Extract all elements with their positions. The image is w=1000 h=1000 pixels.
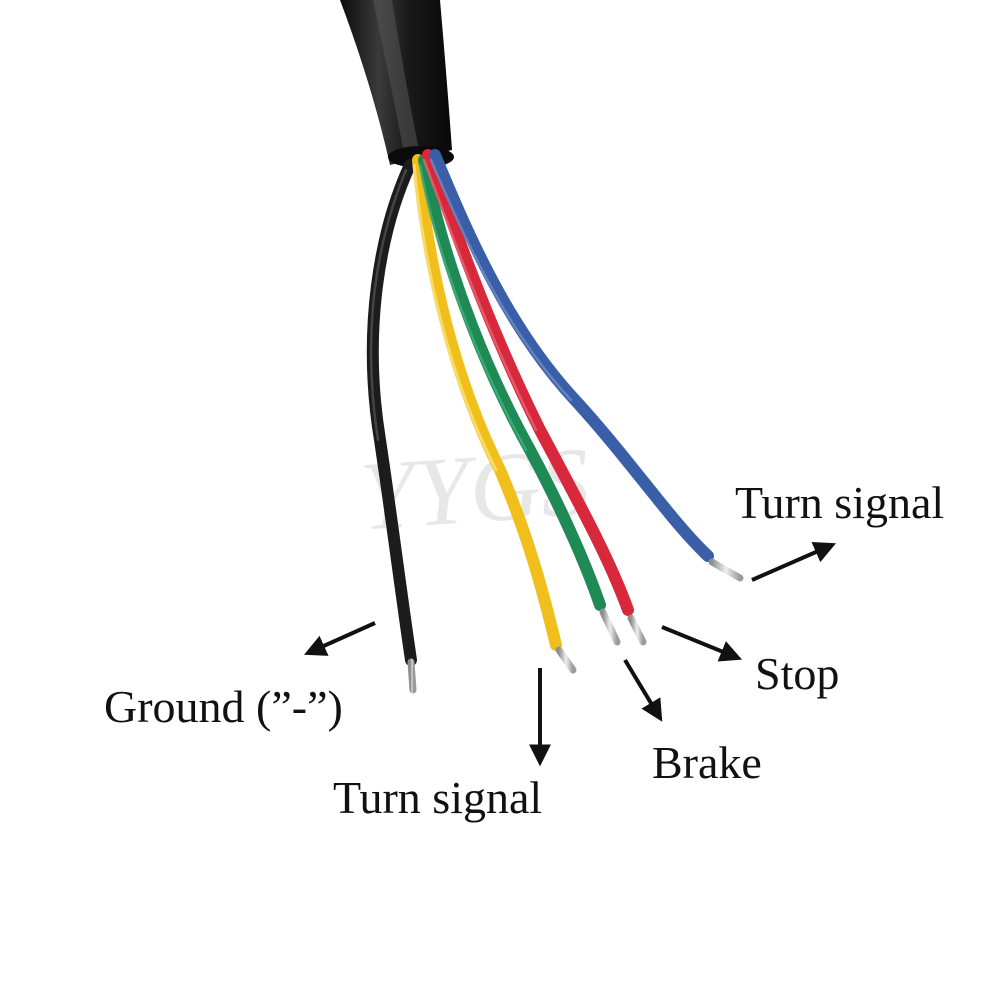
green-wire (418, 154, 621, 646)
label-ground: Ground (”-”) (104, 681, 343, 732)
arrow-brake (623, 658, 663, 722)
green-wire-tip (599, 608, 621, 646)
black-wire (366, 159, 417, 694)
yellow-wire-tip (555, 646, 577, 674)
red-wire (422, 149, 647, 646)
blue-wire (429, 149, 744, 582)
label-turn-signal-right: Turn signal (735, 477, 945, 528)
label-brake: Brake (652, 737, 762, 788)
blue-wire-tip (708, 558, 744, 582)
label-turn-signal-left: Turn signal (333, 772, 543, 823)
cable-jacket (340, 0, 454, 168)
arrow-ground (303, 621, 376, 656)
yellow-wire (412, 154, 577, 674)
arrow-stop (661, 625, 743, 662)
arrow-turn-signal-right (751, 541, 837, 582)
black-wire-tip (407, 658, 417, 694)
label-stop: Stop (755, 648, 840, 699)
red-wire-tip (627, 614, 647, 646)
